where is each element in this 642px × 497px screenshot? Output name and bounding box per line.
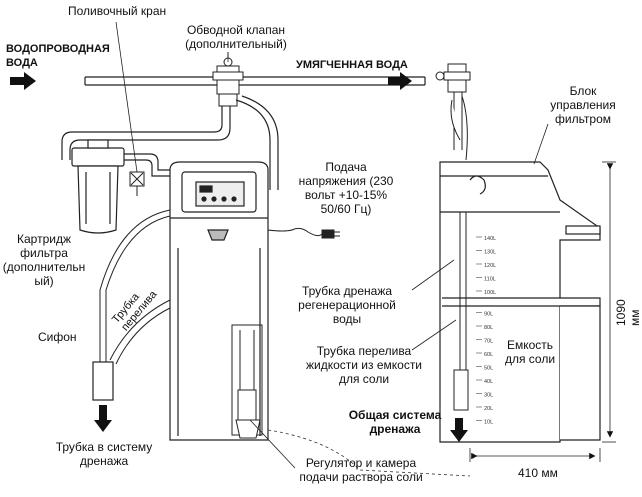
width-dimension — [469, 448, 601, 462]
softened-water-arrow — [388, 72, 412, 90]
general-drain-arrow — [450, 418, 468, 442]
control-unit-label: Блок управления фильтром — [550, 84, 616, 126]
cartridge-outlet-pipe — [124, 153, 176, 177]
tank-scale-label: 80L — [484, 325, 493, 331]
tank-scale-label: 40L — [484, 379, 493, 385]
garden-tap — [129, 171, 145, 196]
siphon-label: Сифон — [38, 330, 77, 344]
overflow-salt-tube-label: Трубка перелива жидкости из емкости для … — [305, 344, 423, 386]
height-dimension — [602, 161, 616, 443]
filter-cartridge — [71, 139, 125, 234]
drain-tube — [99, 209, 171, 362]
filter-cartridge-label: Картридж фильтра (дополнительн ый) — [2, 232, 86, 288]
garden-tap-leader — [115, 21, 138, 173]
tank-scale-label: 120L — [484, 263, 496, 269]
power-supply-label: Подача напряжения (230 вольт +10-15% 50/… — [298, 160, 394, 216]
width-dimension-label: 410 мм — [518, 466, 558, 480]
brine-regulator-label: Регулятор и камера подачи раствора соли — [299, 456, 423, 484]
tank-scale-label: 110L — [484, 277, 496, 283]
tank-scale-label: 30L — [484, 393, 493, 399]
softener-unit — [169, 161, 269, 441]
siphon — [92, 361, 114, 401]
general-drain-label: Общая система дренажа — [348, 408, 442, 436]
drain-tube-label: Трубка в систему дренажа — [55, 440, 153, 468]
softener-supply-pipes — [235, 95, 279, 190]
overflow-tube — [109, 299, 171, 365]
tank-scale-label: 90L — [484, 312, 493, 318]
drain-dashed-line — [267, 429, 471, 477]
tank-scale-label: 60L — [484, 352, 493, 358]
supply-pipe — [84, 76, 426, 86]
drain-arrow — [94, 405, 112, 432]
side-supply-valve — [435, 63, 471, 150]
side-softener-unit — [439, 161, 601, 443]
tank-scale-label: 10L — [484, 420, 493, 426]
tank-scale-label: 70L — [484, 339, 493, 345]
salt-tank-label: Емкость для соли — [504, 338, 556, 366]
side-internal-tubes — [453, 95, 469, 411]
tank-level-scale: 140L 130L 120L 110L 100L 90L 80L 70L 60L 50L 40L 30… — [476, 236, 496, 426]
height-dimension-label: 1090 мм — [614, 299, 642, 326]
power-cord — [267, 227, 340, 239]
tank-scale-label: 20L — [484, 406, 493, 412]
bypass-valve-label: Обводной клапан (дополнительный) — [185, 23, 287, 51]
regen-drain-tube-label: Трубка дренажа регенерационной воды — [298, 284, 396, 326]
water-supply-label: ВОДОПРОВОДНАЯ ВОДА — [6, 43, 110, 69]
tank-scale-label: 140L — [484, 236, 496, 242]
softened-water-label: УМЯГЧЕННАЯ ВОДА — [296, 59, 408, 71]
tank-scale-label: 130L — [484, 250, 496, 256]
garden-tap-label: Поливочный кран — [68, 4, 167, 18]
water-supply-arrow — [10, 72, 36, 90]
brine-regulator-leader — [249, 419, 296, 469]
tank-scale-label: 50L — [484, 366, 493, 372]
tank-scale-label: 100L — [484, 290, 496, 296]
side-leader-lines — [411, 123, 549, 351]
filter-inlet-pipe — [61, 106, 231, 160]
